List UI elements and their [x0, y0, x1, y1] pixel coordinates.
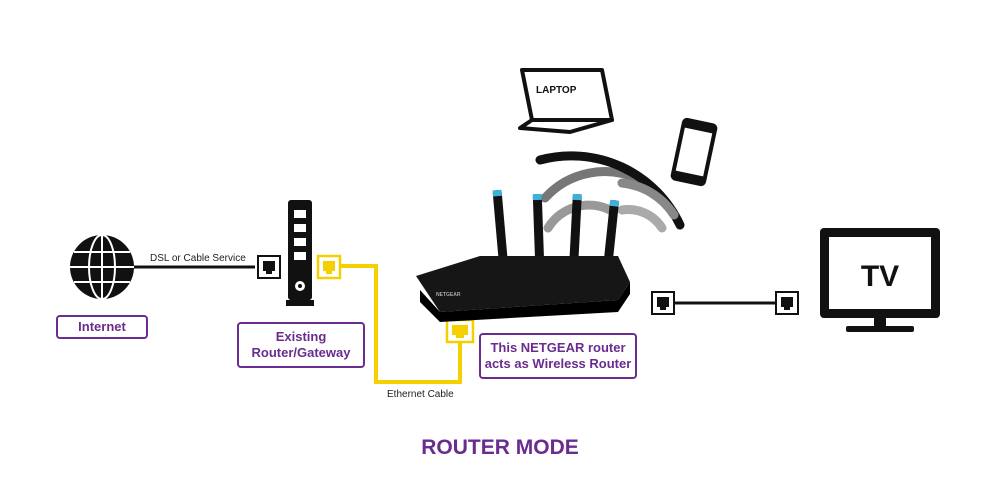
tv-icon: TV — [820, 228, 940, 332]
router-brand-text: NETGEAR — [436, 292, 461, 298]
netgear-router-label-line1: This NETGEAR router — [490, 340, 626, 355]
laptop-label: LAPTOP — [536, 85, 577, 96]
dsl-label: DSL or Cable Service — [150, 253, 246, 264]
internet-label: Internet — [56, 315, 148, 339]
netgear-router-label: This NETGEAR router acts as Wireless Rou… — [479, 333, 637, 379]
laptop-icon: LAPTOP — [518, 68, 614, 134]
page-title: ROUTER MODE — [421, 436, 579, 459]
router-ethernet-port-icon — [445, 318, 475, 344]
tv-router-port-icon — [651, 291, 675, 315]
tv-label: TV — [861, 260, 899, 293]
router-icon: NETGEAR — [416, 189, 630, 322]
dsl-port-icon — [257, 255, 281, 279]
phone-icon — [670, 117, 718, 187]
gateway-icon — [286, 200, 314, 306]
ethernet-cable — [332, 264, 462, 384]
internet-label-text: Internet — [78, 319, 126, 334]
gateway-ethernet-port-icon — [316, 254, 342, 280]
existing-router-label: Existing Router/Gateway — [237, 322, 365, 368]
globe-icon — [70, 234, 134, 300]
netgear-router-label-line2: acts as Wireless Router — [484, 356, 632, 371]
existing-router-label-line2: Router/Gateway — [251, 345, 351, 360]
tv-port-icon — [775, 291, 799, 315]
ethernet-label: Ethernet Cable — [387, 389, 454, 400]
existing-router-label-line1: Existing — [275, 329, 327, 344]
